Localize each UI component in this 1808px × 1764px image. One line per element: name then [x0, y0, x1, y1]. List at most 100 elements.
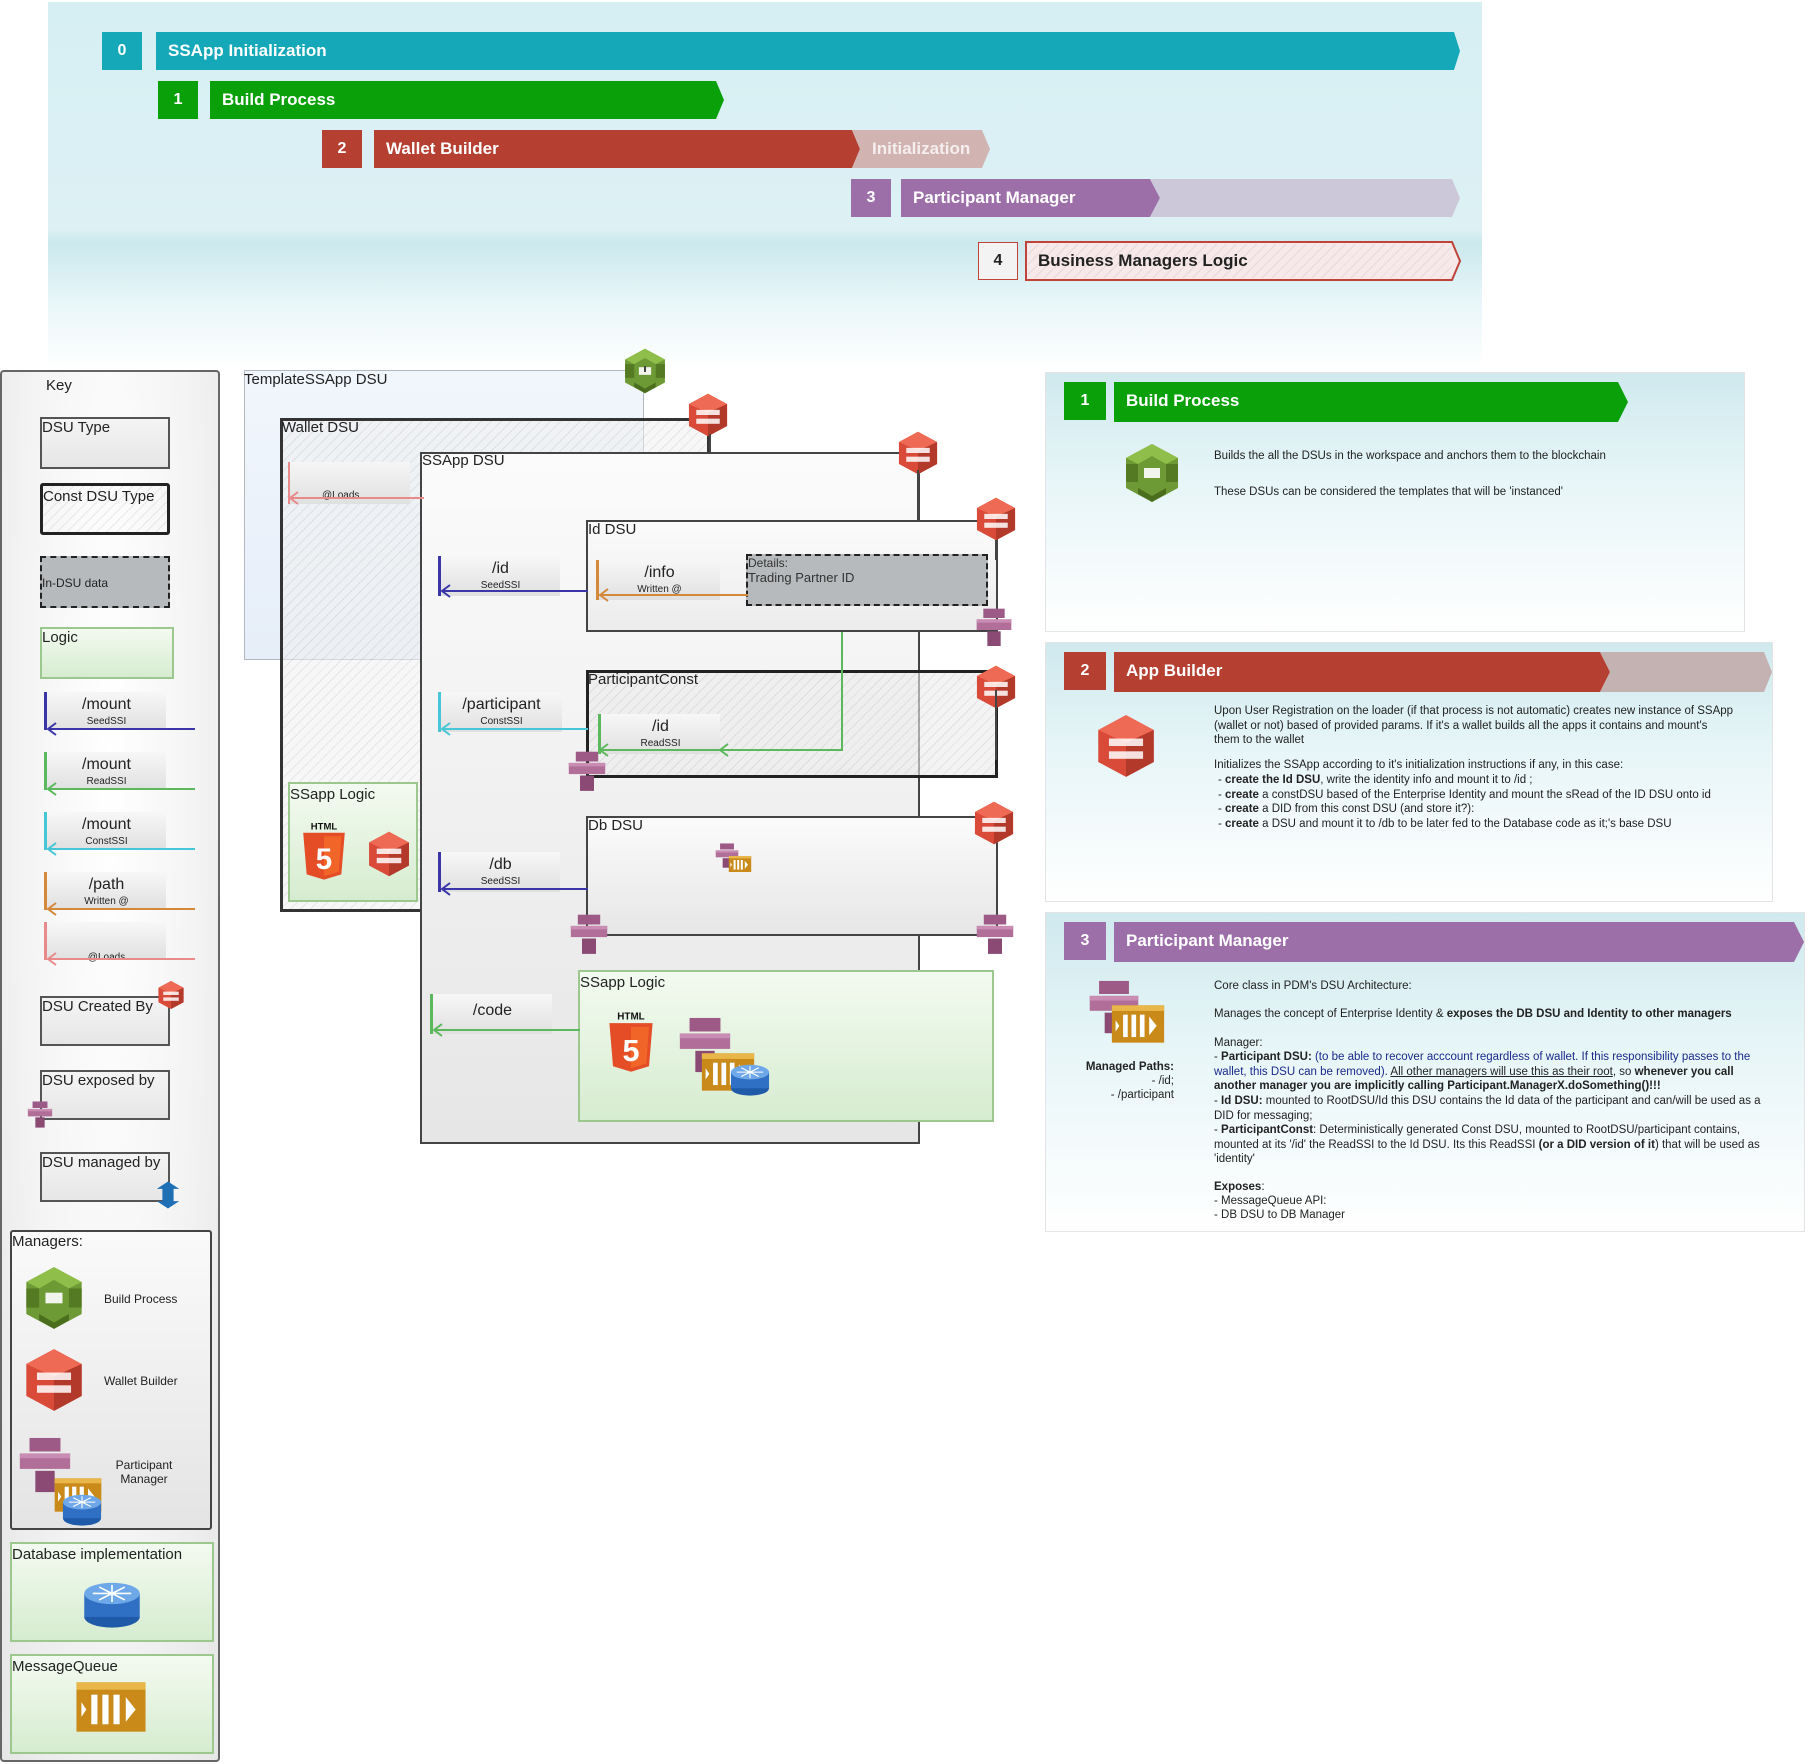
step0-bar [156, 32, 1460, 70]
step3-number: 3 [851, 179, 891, 217]
info-path: /info [644, 564, 675, 581]
key-mount-constssi: /mount ConstSSI [44, 812, 166, 850]
db-mount-path: /db [489, 856, 512, 873]
manager-build-label: Build Process [104, 1292, 178, 1306]
key-mount-ssi: SeedSSI [86, 716, 127, 727]
wallet-builder-icon [1098, 715, 1154, 777]
participant-mount-path: /participant [462, 696, 541, 713]
db-mount-box: /db SeedSSI [438, 852, 560, 892]
pm-id-dsu: - Id DSU: mounted to RootDSU/Id this DSU… [1214, 1095, 1761, 1122]
template-ssapp-label: TemplateSSApp DSU [244, 371, 388, 388]
key-in-dsu-data-label: In-DSU data [42, 576, 109, 590]
panel1-line2: These DSUs can be considered the templat… [1214, 486, 1563, 498]
details-data-box: Details: Trading Partner ID [746, 554, 988, 606]
step2-label: Wallet Builder [386, 139, 499, 158]
list-item: - create a constDSU based of the Enterpr… [1218, 788, 1711, 801]
step2-bar [374, 130, 860, 168]
panel3-bar [1114, 922, 1804, 962]
participant-const-label: ParticipantConst [588, 671, 699, 688]
key-path-written: /path Written @ [44, 872, 166, 910]
pm-participant-dsu: - Participant DSU: (to be able to recove… [1214, 1051, 1751, 1092]
panel2-bar [1114, 652, 1772, 692]
step4-label: Business Managers Logic [1038, 251, 1248, 270]
pc-id-ssi: ReadSSI [640, 738, 681, 749]
key-title: Key [46, 377, 72, 394]
panel1-bar [1114, 382, 1628, 422]
key-dsu-type: DSU Type [40, 417, 170, 469]
panel2-list: - create the Id DSU, write the identity … [1218, 773, 1758, 831]
panel3-number: 3 [1064, 922, 1106, 960]
wallet-dsu-label: Wallet DSU [282, 419, 359, 436]
key-arrows [46, 722, 195, 966]
step2-sub-bar [852, 130, 990, 168]
panel1-title: Build Process [1126, 391, 1240, 410]
message-queue-icon [76, 1682, 146, 1732]
database-icon [83, 1582, 141, 1629]
key-in-dsu-data: In-DSU data [40, 556, 170, 608]
key-mount-seedssi: /mount SeedSSI [44, 692, 166, 730]
details-value: Trading Partner ID [748, 570, 855, 585]
key-created-by: DSU Created By [40, 996, 170, 1046]
ssapp-logic-label: SSapp Logic [580, 974, 666, 991]
key-logic-label: Logic [42, 629, 78, 646]
key-exposed-by: DSU exposed by [40, 1070, 170, 1120]
build-process-icon [1126, 444, 1178, 502]
key-exposed-by-label: DSU exposed by [42, 1072, 155, 1089]
key-message-queue: MessageQueue [10, 1654, 214, 1754]
code-mount-path: /code [472, 1002, 513, 1019]
pm-expose-queue: - MessageQueue API: [1214, 1195, 1327, 1207]
code-mount-box: /code [430, 994, 552, 1034]
pc-id-mount-box: /id ReadSSI [598, 714, 720, 754]
managers-title: Managers: [12, 1233, 83, 1250]
step4-hatch [1028, 244, 1452, 278]
pm-paths-title: Managed Paths: [1085, 1061, 1174, 1073]
key-mount-readssi: /mount ReadSSI [44, 752, 166, 790]
step1-number: 1 [158, 81, 198, 119]
key-mount-ssi: ReadSSI [86, 776, 127, 787]
manager-pm-label: Participant Manager [115, 1458, 173, 1486]
key-const-dsu-label: Const DSU Type [43, 488, 155, 505]
panel2-p1: Upon User Registration on the loader (if… [1214, 705, 1734, 746]
pc-id-path: /id [652, 718, 669, 735]
step4-bar [1025, 241, 1462, 281]
pm-participant-const: - ParticipantConst: Deterministically ge… [1214, 1124, 1760, 1165]
key-logic: Logic [40, 627, 174, 679]
db-dsu-label: Db DSU [588, 817, 644, 834]
list-item: - create a DSU and mount it to /db to be… [1218, 817, 1672, 830]
key-managed-by: DSU managed by [40, 1152, 170, 1202]
pm-path-participant: - /participant [1110, 1089, 1174, 1101]
key-loads-label: @Loads [87, 952, 126, 963]
manager-wallet-label: Wallet Builder [104, 1374, 178, 1388]
step1-label: Build Process [222, 90, 336, 109]
step3-bar [901, 179, 1160, 217]
id-dsu-label: Id DSU [588, 521, 637, 538]
key-mount-ssi: ConstSSI [85, 836, 128, 847]
participant-mount-box: /participant ConstSSI [438, 692, 562, 732]
info-path-box: /info Written @ [596, 560, 720, 600]
message-queue-icon [1111, 1005, 1165, 1043]
details-title: Details: [748, 556, 789, 570]
step1-bar [210, 81, 724, 119]
panel2-p2: Initializes the SSApp according to it's … [1214, 759, 1624, 771]
pm-exposes: Exposes: [1214, 1181, 1265, 1193]
id-mount-ssi: SeedSSI [480, 580, 521, 591]
diagram-connectors [288, 366, 997, 1037]
pm-manages: Manages the concept of Enterprise Identi… [1214, 1008, 1732, 1020]
key-mount-path: /mount [82, 696, 131, 713]
database-icon [62, 1494, 102, 1527]
step2-sub-label: Initialization [872, 139, 971, 158]
step0-label: SSApp Initialization [168, 41, 327, 60]
key-loads: @Loads [44, 922, 166, 963]
step3-tail [1150, 179, 1460, 217]
step2-number: 2 [322, 130, 362, 168]
key-mount-path: /mount [82, 756, 131, 773]
panel1-number: 1 [1064, 382, 1106, 420]
list-item: - create the Id DSU, write the identity … [1218, 774, 1533, 786]
participant-const-dsu [586, 670, 998, 778]
db-dsu [586, 816, 998, 936]
pm-core: Core class in PDM's DSU Architecture: [1214, 980, 1412, 992]
key-queue-label: MessageQueue [12, 1658, 118, 1675]
step4-number: 4 [978, 242, 1018, 280]
ssapp-dsu-label: SSApp DSU [422, 452, 505, 469]
key-managed-by-label: DSU managed by [42, 1154, 161, 1171]
